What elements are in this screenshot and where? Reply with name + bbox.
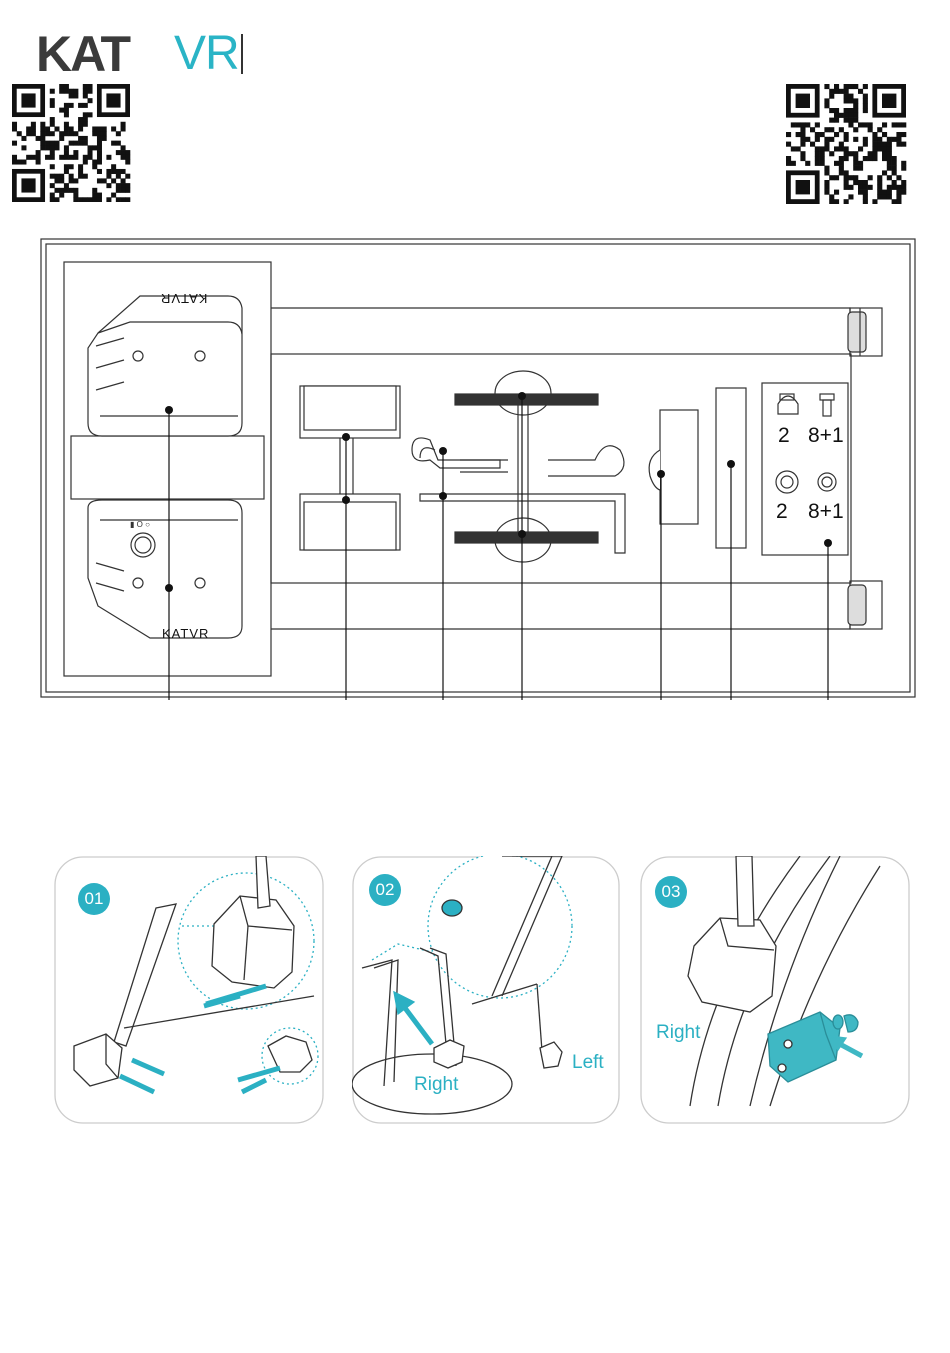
- washer-count: 2: [776, 500, 788, 524]
- step-03-right-label: Right: [656, 1022, 700, 1044]
- spring-washer-count: 8+1: [808, 500, 844, 524]
- svg-text:▮ O ○: ▮ O ○: [130, 520, 150, 529]
- qr-code-icon: [12, 84, 132, 202]
- logo-divider: [241, 34, 243, 74]
- hardware-panel: [762, 383, 848, 555]
- tray-brand-label-bottom: KATVR: [162, 626, 209, 641]
- cap-nut-count: 2: [778, 424, 790, 448]
- bolt-count: 8+1: [808, 424, 844, 448]
- logo-vr-text: VR: [174, 30, 239, 78]
- step-02-right-label: Right: [414, 1074, 458, 1096]
- step-01-number: 01: [78, 883, 110, 915]
- qr-code-icon: [786, 84, 908, 204]
- katvr-logo: KAT VR: [36, 30, 256, 80]
- tray-brand-label-top: KATVR: [160, 291, 207, 306]
- logo-kat-text: KAT: [36, 30, 129, 78]
- qr-code-left[interactable]: [12, 84, 132, 202]
- strap: [71, 436, 264, 499]
- step-03-number: 03: [655, 876, 687, 908]
- step-02-panel: 02 Right Left: [352, 856, 622, 1126]
- qr-code-right[interactable]: [786, 84, 906, 202]
- step-01-panel: 01: [54, 856, 324, 1126]
- parts-box-diagram: ▮ O ○: [40, 238, 916, 700]
- step-02-left-label: Left: [572, 1052, 604, 1074]
- step-02-number: 02: [369, 874, 401, 906]
- step-03-panel: 03 Right: [640, 856, 910, 1126]
